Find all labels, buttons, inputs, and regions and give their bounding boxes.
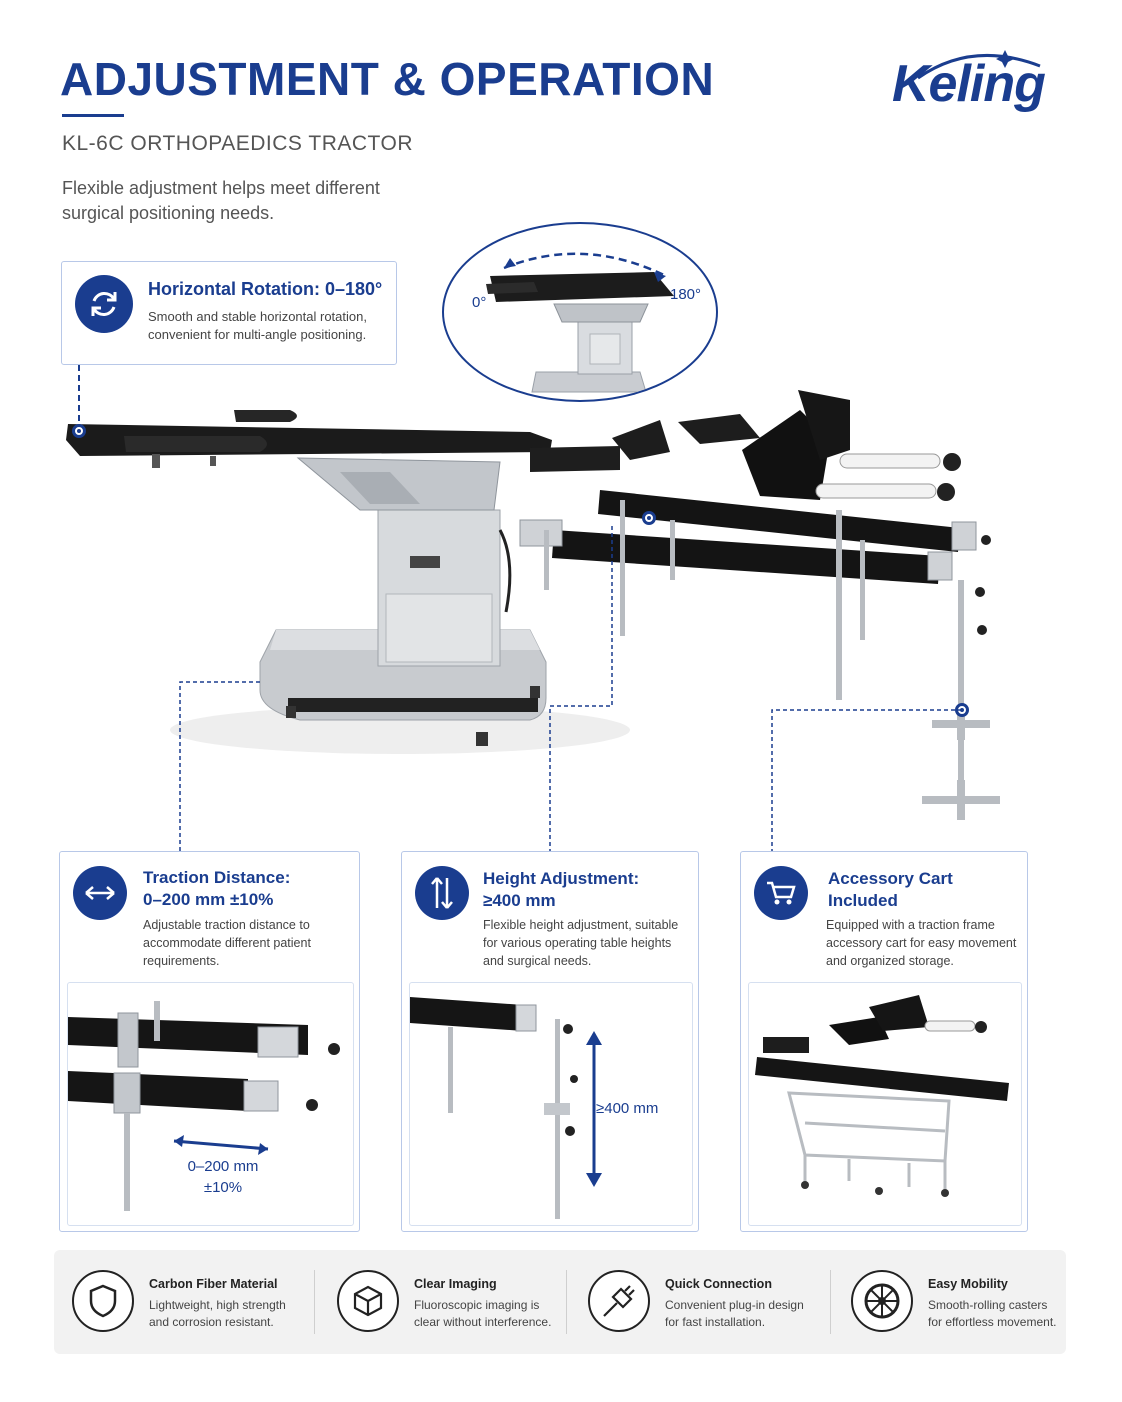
feature-clear-imaging: Clear Imaging Fluoroscopic imaging is cl… xyxy=(337,1250,557,1354)
traction-text: Adjustable traction distance to accommod… xyxy=(143,918,311,968)
rotation-diagram: 0° 180° xyxy=(442,222,718,402)
height-range-label: ≥400 mm xyxy=(596,1100,659,1117)
traction-distance-card: Traction Distance: 0–200 mm ±10% Adjusta… xyxy=(59,851,360,1232)
cart-detail-image xyxy=(748,982,1022,1226)
rotation-leader-line xyxy=(78,365,80,431)
feature-quick-connection: Quick Connection Convenient plug-in desi… xyxy=(588,1250,848,1354)
keling-logo: Keling xyxy=(892,50,1062,122)
feature-divider xyxy=(314,1270,315,1334)
height-title: Height Adjustment: xyxy=(483,869,640,888)
wheel-icon xyxy=(851,1270,913,1332)
feature-carbon-fiber: Carbon Fiber Material Lightweight, high … xyxy=(72,1250,312,1354)
product-subtitle: KL-6C ORTHOPAEDICS TRACTOR xyxy=(62,132,414,155)
feature-divider xyxy=(566,1270,567,1334)
cart-text: Equipped with a traction frame accessory… xyxy=(826,918,1017,968)
features-panel: Carbon Fiber Material Lightweight, high … xyxy=(54,1250,1066,1354)
feature-title: Clear Imaging xyxy=(414,1277,497,1291)
feature-text: Smooth-rolling casters for effortless mo… xyxy=(928,1298,1057,1329)
traction-detail-image: 0–200 mm ±10% xyxy=(67,982,354,1226)
feature-text: Lightweight, high strength and corrosion… xyxy=(149,1298,286,1329)
height-anchor-dot xyxy=(642,511,656,525)
logo-wordmark: Keling xyxy=(892,55,1046,113)
feature-divider xyxy=(830,1270,831,1334)
height-adjustment-card: Height Adjustment: ≥400 mm Flexible heig… xyxy=(401,851,699,1232)
feature-title: Quick Connection xyxy=(665,1277,772,1291)
logo-swoosh-icon xyxy=(917,50,1041,80)
cube-icon xyxy=(337,1270,399,1332)
angle-end-label: 180° xyxy=(670,286,702,303)
title-underline xyxy=(62,114,124,117)
intro-text: Flexible adjustment helps meet different… xyxy=(62,178,380,223)
feature-title: Easy Mobility xyxy=(928,1277,1008,1291)
angle-start-label: 0° xyxy=(472,294,487,311)
rotation-text: Smooth and stable horizontal rotation, c… xyxy=(148,309,367,342)
traction-tolerance-label: ±10% xyxy=(203,1179,243,1196)
rotation-callout: Horizontal Rotation: 0–180° Smooth and s… xyxy=(61,261,397,365)
shield-icon xyxy=(72,1270,134,1332)
cart-title: Accessory Cart xyxy=(828,869,953,888)
traction-title: Traction Distance: xyxy=(143,868,291,887)
vertical-arrows-icon xyxy=(415,866,469,920)
feature-text: Convenient plug-in design for fast insta… xyxy=(665,1298,804,1329)
leader-lines xyxy=(179,526,962,852)
rotation-table-illustration xyxy=(486,252,674,393)
feature-easy-mobility: Easy Mobility Smooth-rolling casters for… xyxy=(851,1250,1061,1354)
height-detail-image: ≥400 mm xyxy=(409,982,693,1226)
traction-value: 0–200 mm ±10% xyxy=(143,890,274,909)
plug-icon xyxy=(588,1270,650,1332)
horizontal-arrows-icon xyxy=(73,866,127,920)
cart-included: Included xyxy=(828,891,898,910)
accessory-cart-card: Accessory Cart Included Equipped with a … xyxy=(740,851,1028,1232)
page-title: ADJUSTMENT & OPERATION xyxy=(60,53,715,105)
traction-range-label: 0–200 mm xyxy=(187,1158,259,1175)
feature-text: Fluoroscopic imaging is clear without in… xyxy=(414,1298,552,1329)
orthopaedics-tractor-illustration xyxy=(66,390,1000,820)
rotate-icon xyxy=(75,275,133,333)
feature-title: Carbon Fiber Material xyxy=(149,1277,278,1291)
rotation-anchor-dot xyxy=(72,424,86,438)
rotation-title: Horizontal Rotation: 0–180° xyxy=(148,279,383,299)
cart-icon xyxy=(754,866,808,920)
height-value: ≥400 mm xyxy=(483,891,556,910)
height-text: Flexible height adjustment, suitable for… xyxy=(483,918,679,968)
